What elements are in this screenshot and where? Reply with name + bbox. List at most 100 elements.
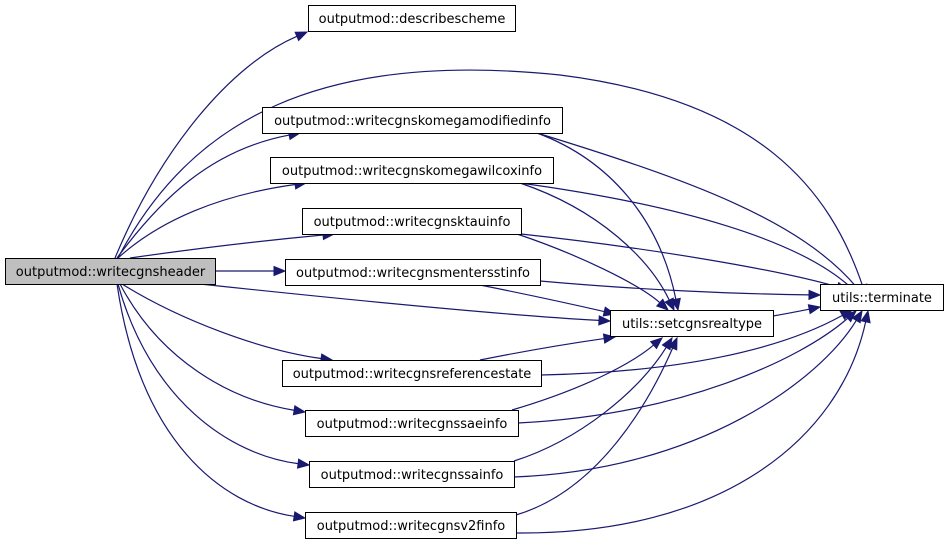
edge-writecgnsheader-to-sa	[117, 283, 311, 469]
node-box[interactable]	[282, 360, 542, 387]
node-label: outputmod::writecgnsheader	[16, 265, 206, 280]
node-terminate[interactable]: utils::terminate	[820, 284, 944, 311]
edge-line	[479, 284, 605, 313]
edge-writecgnsheader-to-setcgnsrealtype	[199, 283, 612, 326]
edge-line	[511, 344, 654, 411]
node-box[interactable]	[302, 208, 522, 235]
node-label: outputmod::writecgnsktauinfo	[314, 215, 511, 230]
edge-writecgnsheader-to-komegawilcox	[117, 179, 308, 259]
arrowhead-icon	[296, 458, 311, 469]
edge-line	[517, 317, 849, 424]
node-box[interactable]	[309, 461, 515, 488]
node-box[interactable]	[285, 259, 541, 286]
arrowhead-icon	[292, 511, 307, 522]
edge-ktau-to-terminate	[520, 233, 850, 292]
node-label: utils::terminate	[832, 291, 932, 306]
node-label: outputmod::writecgnsreferencestate	[293, 367, 532, 382]
node-label: outputmod::writecgnssainfo	[321, 468, 504, 483]
node-komegamodified[interactable]: outputmod::writecgnskomegamodifiedinfo	[262, 107, 563, 134]
node-box[interactable]	[305, 512, 517, 539]
arrowhead-icon	[598, 315, 612, 326]
node-sae[interactable]: outputmod::writecgnssaeinfo	[305, 410, 519, 437]
edge-referencestate-to-setcgnsrealtype	[479, 333, 617, 361]
edge-line	[536, 132, 677, 300]
edge-line	[114, 35, 298, 259]
edge-line	[117, 183, 296, 259]
edge-writecgnsheader-to-referencestate	[121, 283, 334, 364]
node-ktau[interactable]: outputmod::writecgnsktauinfo	[302, 208, 522, 235]
node-box[interactable]	[5, 258, 216, 285]
edge-writecgnsheader-to-komegamodified	[116, 129, 302, 259]
arrowhead-icon	[649, 337, 664, 350]
edge-sae-to-setcgnsrealtype	[511, 337, 664, 411]
node-label: outputmod::writecgnskomegawilcoxinfo	[282, 164, 542, 179]
edge-line	[540, 314, 843, 376]
edge-line	[116, 283, 295, 517]
edge-mentersst-to-setcgnsrealtype	[479, 284, 617, 317]
edge-line	[479, 337, 605, 361]
edge-line	[199, 283, 600, 322]
arrowhead-icon	[807, 304, 822, 315]
arrowhead-icon	[655, 298, 669, 311]
edge-line	[519, 182, 670, 301]
node-komegawilcox[interactable]: outputmod::writecgnskomegawilcoxinfo	[270, 157, 554, 184]
edge-komegamodified-to-setcgnsrealtype	[536, 132, 681, 312]
edge-line	[117, 283, 299, 465]
edge-line	[116, 134, 290, 259]
edge-mentersst-to-terminate	[539, 280, 822, 301]
edge-v2f-to-setcgnsrealtype	[515, 336, 678, 516]
nodes-layer: outputmod::writecgnsheader outputmod::des…	[5, 5, 944, 539]
edge-writecgnsheader-to-mentersst	[214, 265, 287, 277]
node-label: outputmod::writecgnssaeinfo	[317, 417, 508, 432]
node-label: outputmod::writecgnskomegamodifiedinfo	[274, 114, 551, 129]
edge-line	[129, 234, 324, 259]
node-referencestate[interactable]: outputmod::writecgnsreferencestate	[282, 360, 542, 387]
edge-sa-to-setcgnsrealtype	[513, 336, 673, 462]
node-box[interactable]	[270, 157, 554, 184]
edge-line	[772, 308, 810, 317]
node-describescheme[interactable]: outputmod::describescheme	[308, 5, 516, 32]
edge-line	[121, 283, 322, 360]
node-box[interactable]	[820, 284, 944, 311]
node-v2f[interactable]: outputmod::writecgnsv2finfo	[305, 512, 517, 539]
node-mentersst[interactable]: outputmod::writecgnsmentersstinfo	[285, 259, 541, 286]
edge-writecgnsheader-to-describescheme	[114, 31, 309, 259]
arrowhead-icon	[273, 265, 287, 277]
edge-line	[536, 132, 858, 288]
edge-line	[519, 182, 853, 289]
node-box[interactable]	[262, 107, 563, 134]
edge-sae-to-terminate	[517, 310, 857, 424]
node-box[interactable]	[308, 5, 516, 32]
edge-komegawilcox-to-setcgnsrealtype	[519, 182, 675, 312]
node-writecgnsheader[interactable]: outputmod::writecgnsheader	[5, 258, 216, 285]
arrowhead-icon	[808, 289, 822, 301]
edge-line	[520, 233, 838, 288]
node-label: outputmod::writecgnsmentersstinfo	[296, 266, 530, 281]
node-label: outputmod::writecgnsv2finfo	[317, 519, 506, 534]
edge-line	[539, 280, 810, 296]
arrowhead-icon	[860, 309, 871, 324]
edge-line	[117, 69, 864, 286]
edge-line	[515, 321, 867, 534]
arrowhead-icon	[292, 405, 307, 416]
edge-line	[513, 347, 667, 462]
arrowhead-icon	[664, 297, 675, 312]
edge-v2f-to-terminate	[515, 309, 871, 534]
edge-writecgnsheader-to-v2f	[116, 283, 307, 522]
edge-line	[515, 347, 674, 516]
edge-setcgnsrealtype-to-terminate	[772, 304, 822, 317]
node-box[interactable]	[610, 310, 774, 337]
arrowhead-icon	[667, 336, 678, 351]
edge-sa-to-terminate	[513, 309, 863, 478]
node-sa[interactable]: outputmod::writecgnssainfo	[309, 461, 515, 488]
arrowhead-icon	[851, 309, 863, 324]
node-label: utils::setcgnsrealtype	[622, 317, 762, 332]
edge-line	[516, 233, 661, 304]
node-setcgnsrealtype[interactable]: utils::setcgnsrealtype	[610, 310, 774, 337]
node-label: outputmod::describescheme	[319, 12, 506, 27]
arrowhead-icon	[294, 31, 309, 42]
edge-line	[513, 320, 857, 478]
edge-ktau-to-setcgnsrealtype	[516, 233, 669, 311]
node-box[interactable]	[305, 410, 519, 437]
